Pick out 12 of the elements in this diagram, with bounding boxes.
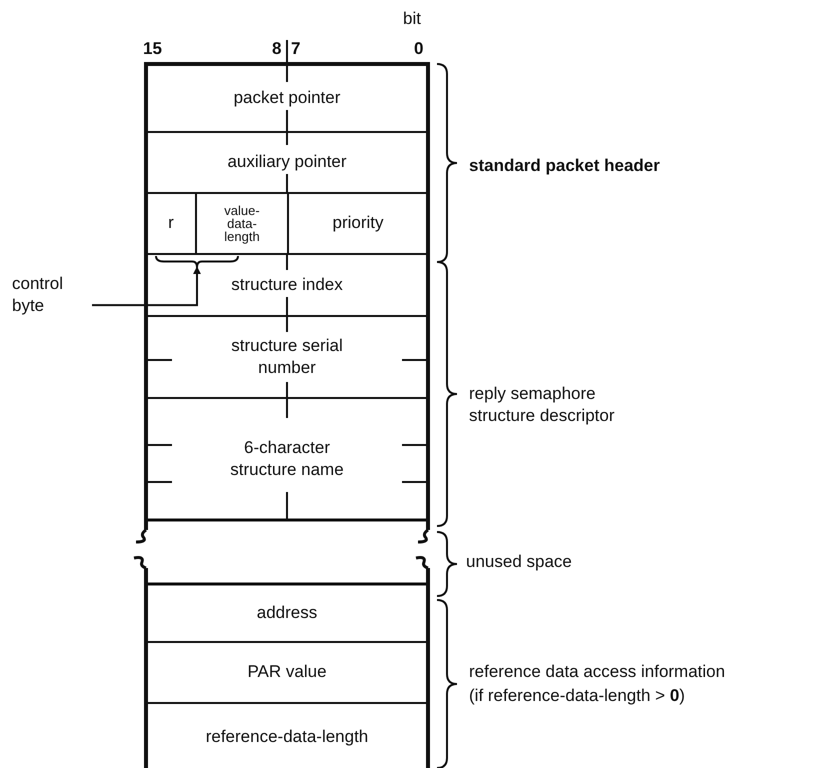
field-label: control byte (12, 272, 64, 317)
group-label: reference data access information (469, 661, 726, 683)
bit-number: bit (403, 8, 421, 30)
leader-line (92, 266, 201, 306)
bit-number: 0 (414, 38, 424, 60)
bit-number: 7 (291, 38, 300, 60)
bit-number: 15 (143, 38, 162, 60)
group-label: (if reference-data-length > 0) (469, 685, 685, 707)
group-label: unused space (466, 551, 572, 573)
group-label: standard packet header (469, 155, 660, 177)
group-label: reply semaphore structure descriptor (469, 383, 616, 428)
bit-number: 8 (272, 38, 282, 60)
